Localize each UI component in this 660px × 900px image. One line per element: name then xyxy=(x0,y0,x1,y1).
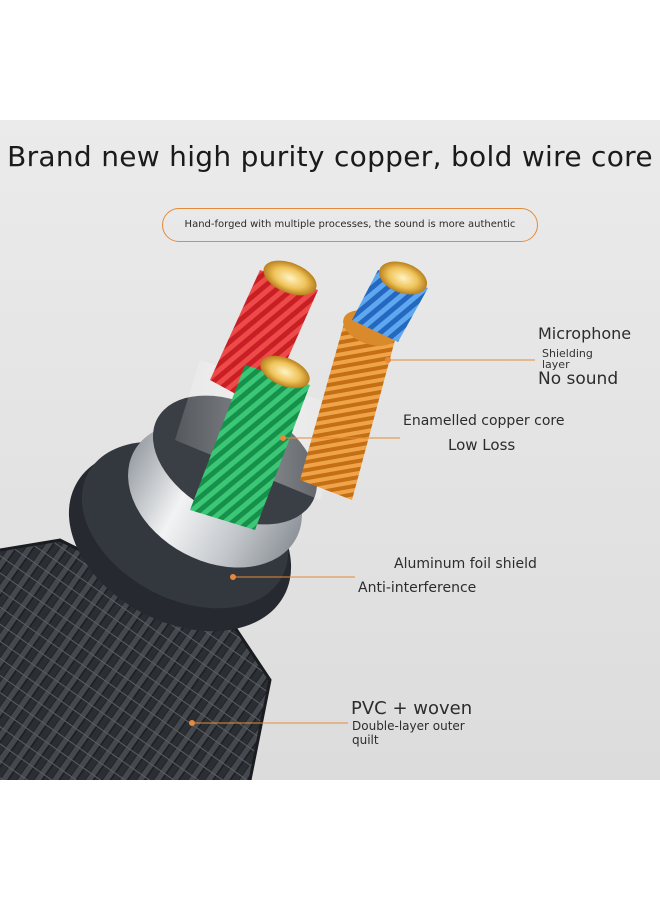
callout-pvc-woven: PVC + woven xyxy=(351,698,473,719)
page-headline: Brand new high purity copper, bold wire … xyxy=(7,140,653,173)
cable-cross-section-illustration xyxy=(0,260,535,780)
orange-shielding-wire xyxy=(300,320,395,500)
callout-low-loss: Low Loss xyxy=(448,436,516,454)
callout-shielding-layer: Shielding layer xyxy=(542,347,593,371)
product-image-panel: Brand new high purity copper, bold wire … xyxy=(0,120,660,780)
callout-no-sound: No sound xyxy=(538,369,619,389)
blue-wire-copper-tip xyxy=(378,261,428,295)
green-wire-copper-tip xyxy=(260,355,310,389)
subtitle-pill: Hand-forged with multiple processes, the… xyxy=(162,208,538,242)
red-wire xyxy=(210,270,318,410)
green-wire xyxy=(190,365,310,530)
callout-double-layer: Double-layer outer quilt xyxy=(352,719,465,747)
red-wire-copper-tip xyxy=(263,260,317,296)
braided-jacket xyxy=(0,540,270,780)
callout-aluminum-foil: Aluminum foil shield xyxy=(394,556,537,572)
callout-anti-interference: Anti-interference xyxy=(358,580,477,596)
callout-enamelled-core: Enamelled copper core xyxy=(403,413,565,429)
subtitle-text: Hand-forged with multiple processes, the… xyxy=(184,219,516,230)
callout-microphone: Microphone xyxy=(538,324,632,343)
